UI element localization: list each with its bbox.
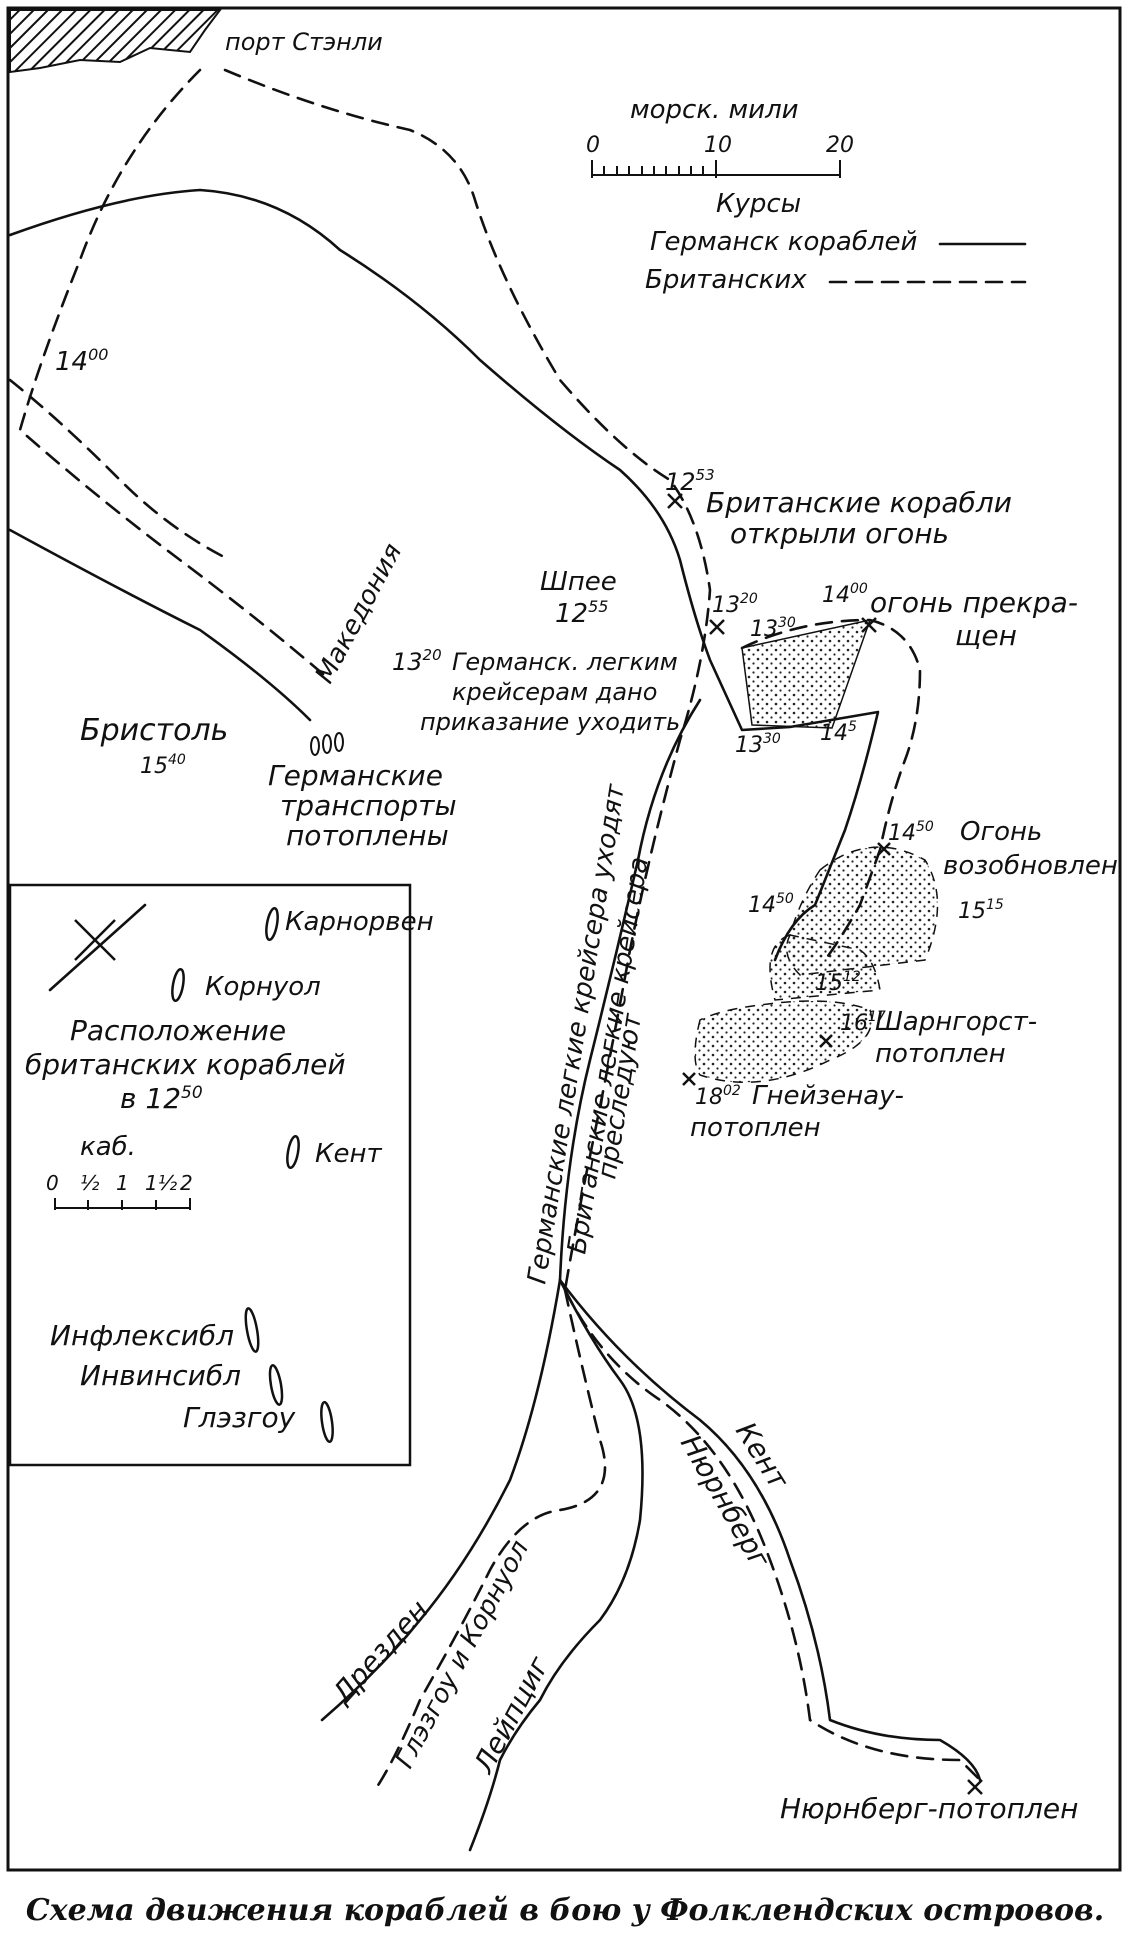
time-16: 1617 [840,1009,886,1036]
gneisenau-2: потоплен [690,1113,821,1143]
inset-placement-3: в 1250 [120,1082,203,1115]
transports-3: потоплены [286,819,449,852]
dresden-label: Дрезден [324,1593,435,1711]
german-light-cruisers-track [558,698,702,1282]
shpee-time: 1255 [555,597,608,629]
dresden-track [320,1278,562,1722]
british-bristol-track [8,378,232,562]
time-1515: 1515 [958,897,1004,924]
transport-marker-3 [334,732,344,752]
legend: Курсы Германск кораблей Британских [645,189,1027,295]
map-frame [6,6,1122,1872]
brit-open-fire-1: Британские корабли [706,486,1012,519]
order-line-1: Германск. легким [452,648,678,676]
sinking-crosses [667,493,983,1795]
time-145: 145 [820,719,857,746]
time-1450-right: 1450 [888,819,934,846]
british-main-track [223,68,712,1292]
german-main-track [8,188,880,962]
inset-invincible: Инвинсибл [80,1359,241,1392]
bristol-time: 1540 [140,752,186,779]
inset-kab-tick-0: 0 [46,1171,59,1195]
time-1330b: 1330 [735,731,781,758]
inset-cornwall: Корнуол [205,972,321,1002]
time-1400-left: 1400 [55,345,108,377]
inset-kab-tick-1: 1 [116,1171,129,1195]
battle-area-3 [769,934,881,1001]
legend-title: Курсы [716,189,801,219]
leipzig-label: Лейпциг [467,1651,556,1780]
inset-glasgow: Глэзгоу [183,1401,296,1434]
inset-carnarvon: Карнорвен [285,907,434,937]
scale-tick-20: 20 [826,133,854,158]
leipzig-track [468,1278,644,1852]
battle-area-1 [741,618,872,729]
time-1512: 1512 [815,969,861,996]
land-area [9,9,222,74]
time-1400: 1400 [822,581,868,608]
shpee-label: Шпее [540,567,617,597]
nurnberg-track [558,1278,982,1782]
time-1253: 1253 [665,466,715,496]
transport-marker-2 [322,734,332,754]
battle-area-4 [694,1000,873,1083]
inset-placement-2: британских кораблей [25,1048,346,1081]
nurnberg-sunk-label: Нюрнберг-потоплен [780,1792,1078,1825]
legend-british: Британских [645,265,807,295]
kent-track-label: Кент [729,1416,795,1495]
scale-tick-10: 10 [704,133,732,158]
transports-2: транспорты [280,789,457,822]
time-1330: 1330 [750,615,796,642]
inset-kab-tick-2: 2 [180,1171,193,1195]
scale-tick-0: 0 [586,133,600,158]
inset-box: Карнорвен Корнуол Расположение британски… [8,883,434,1467]
british-battle-loop [740,618,922,962]
time-1320: 1320 [712,591,758,618]
order-time: 1320 [392,646,442,676]
transports-1: Германские [268,759,443,792]
ceasefire-1: огонь прекра- [870,586,1078,619]
inset-kab: каб. [80,1132,136,1162]
bristol-label: Бристоль [80,713,228,748]
gneisenau-1: Гнейзенау- [752,1081,904,1111]
legend-german: Германск кораблей [650,227,917,257]
inset-inflexible: Инфлексибл [50,1319,234,1352]
fire-resumed-2: возобновлен [943,851,1118,881]
british-tracks [8,68,982,1792]
german-tracks [8,188,982,1852]
ceasefire-2: щен [955,619,1017,652]
port-label: порт Стэнли [225,28,383,56]
map-caption: Схема движения кораблей в бою у Фолкленд… [26,1893,1104,1928]
inset-kab-tick-1half: 1½ [145,1171,178,1195]
inset-kab-tick-half: ½ [80,1171,100,1195]
kent-track [563,1288,982,1782]
german-transport-track [8,528,312,722]
british-carnarvon-track [18,68,332,682]
brit-open-fire-2: открыли огонь [730,517,949,550]
transport-marker-1 [310,736,320,756]
scale-bar: морск. мили 0 10 20 [586,95,854,178]
inset-kent: Кент [315,1139,382,1169]
fire-resumed-1: Огонь [960,817,1042,847]
glasgow-cornwall-track [373,1288,607,1792]
inset-placement-1: Расположение [70,1014,286,1047]
order-line-3: приказание уходить [420,708,680,736]
scharnhorst-2: потоплен [875,1039,1006,1069]
order-line-2: крейсерам дано [452,678,657,706]
scale-title: морск. мили [630,95,799,125]
scharnhorst-1: Шарнгорст- [875,1007,1037,1037]
time-1802: 1802 [695,1083,741,1110]
time-1450: 1450 [748,891,794,918]
